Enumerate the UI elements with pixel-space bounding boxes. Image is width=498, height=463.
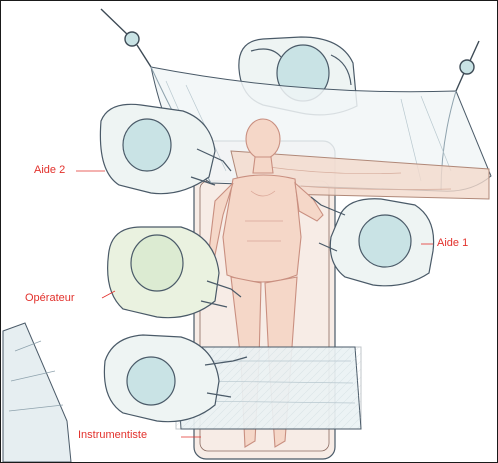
label-operateur: Opérateur [25,292,75,304]
instrument-table [3,323,71,462]
label-aide-1: Aide 1 [437,237,468,249]
label-aide-2: Aide 2 [34,164,65,176]
label-instrumentiste: Instrumentiste [78,429,147,441]
